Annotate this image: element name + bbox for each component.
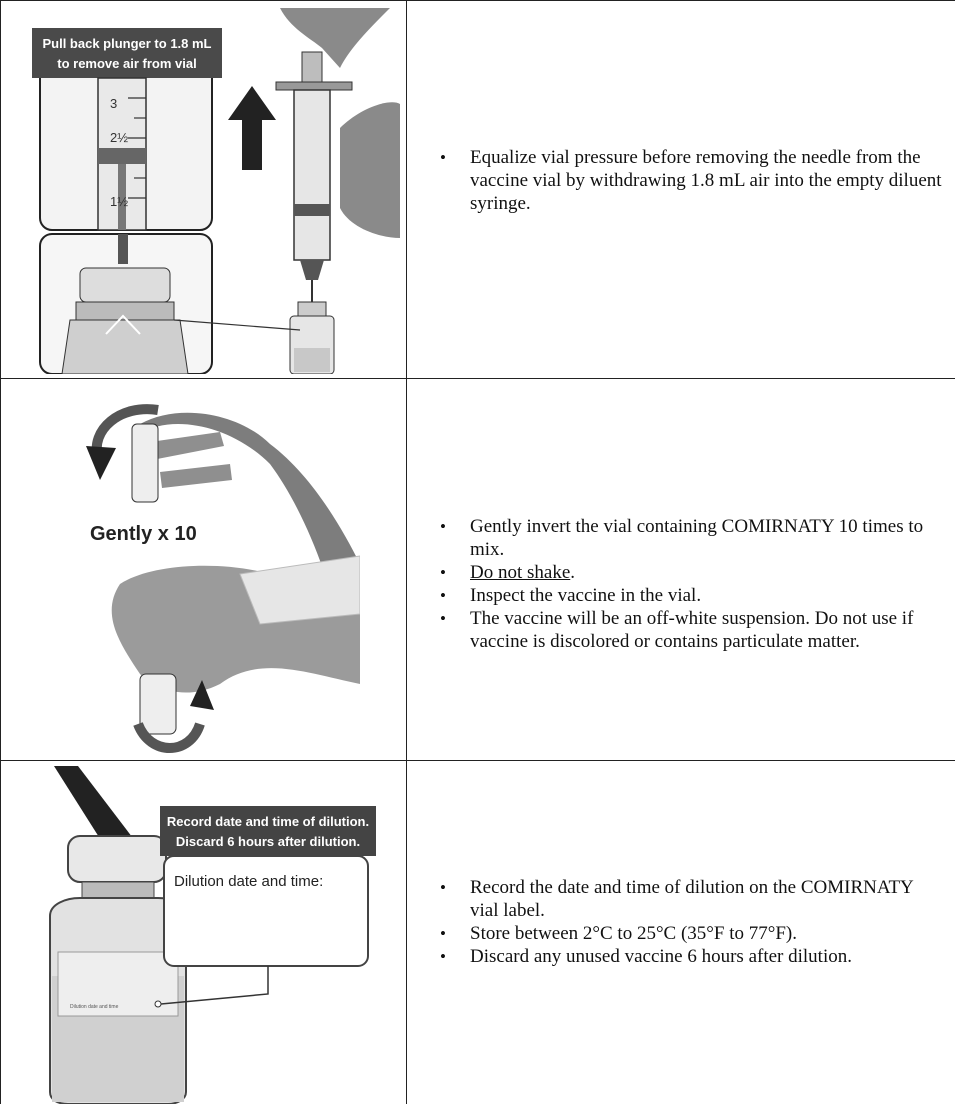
dilution-label-text: Dilution date and time: <box>174 873 323 890</box>
up-arrow-icon <box>228 86 276 170</box>
callout2-line-1: Record date and time of dilution. <box>167 814 369 829</box>
callout2-line-2: Discard 6 hours after dilution. <box>176 834 360 849</box>
callout-header-2 <box>160 806 376 856</box>
row3-text: Record the date and time of dilution on … <box>440 876 945 968</box>
row1-bullet-1: Equalize vial pressure before removing t… <box>440 146 945 215</box>
table-border-left <box>0 0 1 1104</box>
row3-bullet-1: Record the date and time of dilution on … <box>440 876 945 922</box>
syringe <box>293 89 331 261</box>
vial-label-small: Dilution date and time <box>70 1004 119 1010</box>
gently-label: Gently x 10 <box>90 523 197 545</box>
row2-bullet-1: Gently invert the vial containing COMIRN… <box>440 515 945 561</box>
column-divider <box>406 0 407 1104</box>
illustration-invert-vial: Gently x 10 <box>40 384 360 756</box>
svg-text:1½: 1½ <box>110 194 128 209</box>
row2-bullet-2: Do not shake. <box>440 561 945 584</box>
row2-bullet-3: Inspect the vaccine in the vial. <box>440 584 945 607</box>
illustration-record-dilution: Dilution date and time Record date and t… <box>30 766 380 1104</box>
table-border-top <box>0 0 955 1</box>
bullet2-period: . <box>570 562 576 583</box>
row3-bullet-2: Store between 2°C to 25°C (35°F to 77°F)… <box>440 922 945 945</box>
do-not-shake: Do not shake <box>470 562 571 583</box>
row2-text: Gently invert the vial containing COMIRN… <box>440 515 945 653</box>
svg-text:2½: 2½ <box>110 130 128 145</box>
row2-bullet-4: The vaccine will be an off-white suspens… <box>440 607 945 653</box>
vial-icon-bottom <box>139 673 177 735</box>
row-divider-1 <box>0 378 955 379</box>
svg-text:3: 3 <box>110 96 117 111</box>
illustration-withdraw-air: Pull back plunger to 1.8 mL to remove ai… <box>10 8 400 374</box>
row3-bullet-3: Discard any unused vaccine 6 hours after… <box>440 945 945 968</box>
vial-icon-top <box>131 423 159 503</box>
dilution-label-box <box>163 855 369 967</box>
callout-line-1: Pull back plunger to 1.8 mL <box>42 36 211 51</box>
callout-line-2: to remove air from vial <box>57 56 196 71</box>
vial-cap <box>67 835 167 883</box>
row-divider-2 <box>0 760 955 761</box>
row1-text: Equalize vial pressure before removing t… <box>440 146 945 215</box>
callout-header <box>32 28 222 78</box>
